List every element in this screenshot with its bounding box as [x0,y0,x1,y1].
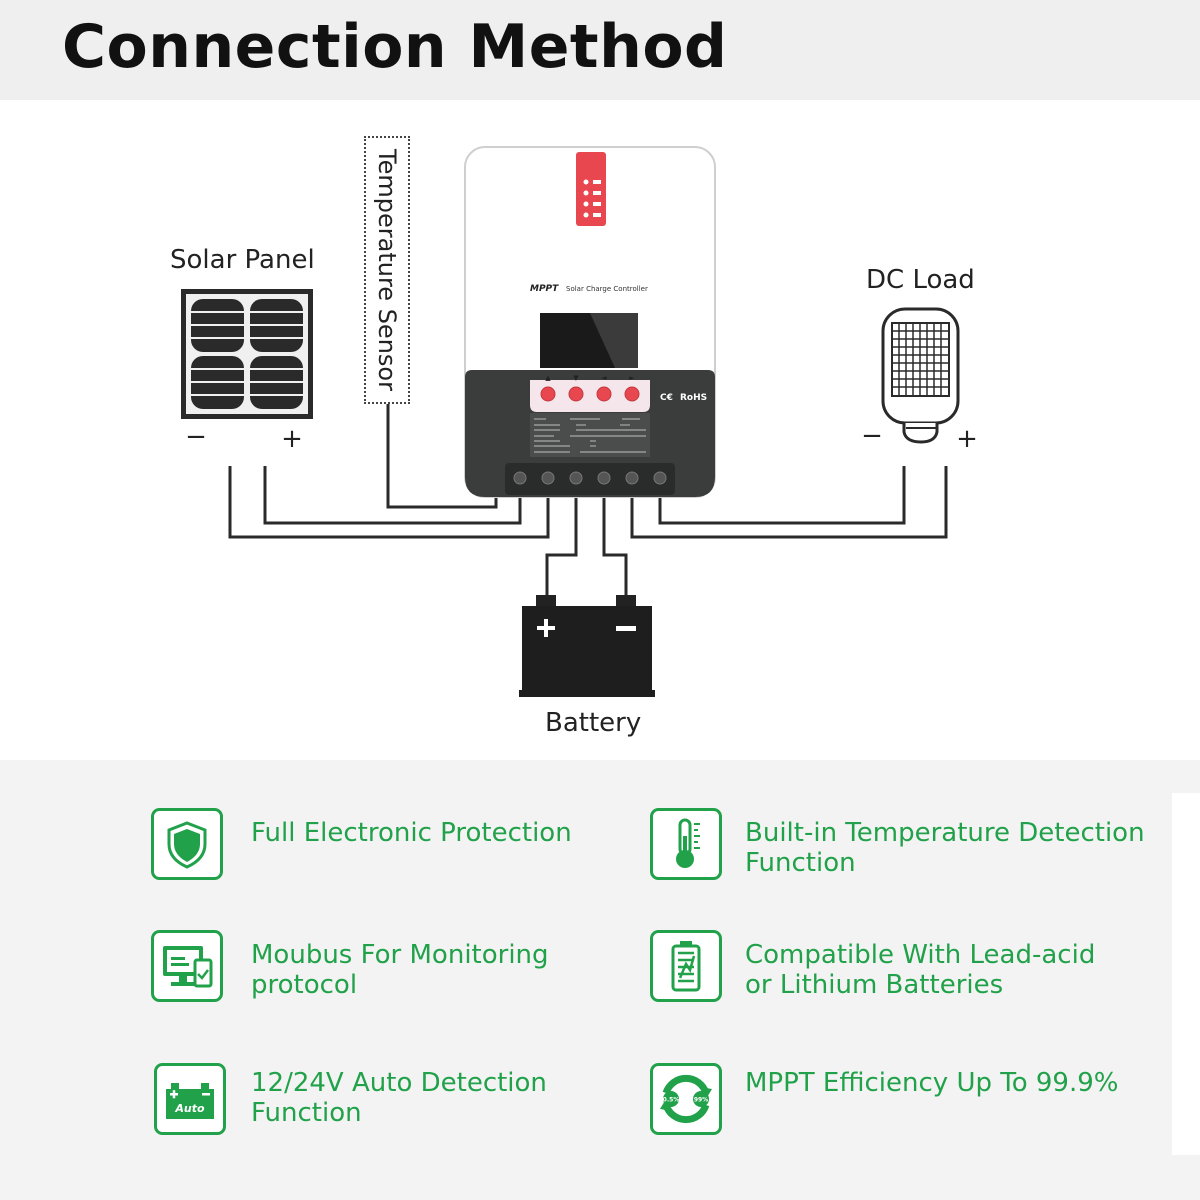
feature-text: Moubus For Monitoring protocol [251,940,549,1000]
temperature-sensor-label: Temperature Sensor [373,149,401,391]
svg-text:▼: ▼ [573,374,579,382]
right-edge-panel [1172,793,1200,1155]
feature-text: 12/24V Auto Detection Function [251,1068,547,1128]
controller-brand: MPPT [530,284,559,294]
controller-buttons [540,386,640,402]
temperature-sensor: Temperature Sensor [364,136,410,404]
solar-positive-wire [263,466,522,525]
solar-plus-sign: + [281,424,303,454]
feature-text: Built-in Temperature Detection Function [745,818,1145,878]
svg-text:Auto: Auto [174,1102,205,1115]
terminals [513,471,667,485]
charge-controller: MPPT Solar Charge Controller ▲ ▼ ◄ ► C€ … [464,146,716,498]
svg-text:▲: ▲ [545,374,551,382]
dc-load-icon [881,307,960,444]
battery-icon [519,595,655,697]
controller-model: Solar Charge Controller [566,285,648,293]
thermometer-icon [650,808,722,880]
battery-positive-wire [545,478,578,600]
feature-text: Compatible With Lead-acid or Lithium Bat… [745,940,1096,1000]
page-title: Connection Method [62,12,728,82]
battery-chart-icon [650,930,722,1002]
dc-load-label: DC Load [866,265,975,295]
efficiency-cycle-icon: 0.5% 99% [650,1063,722,1135]
battery-negative-wire [602,478,628,600]
terminal-block [505,463,675,495]
diagram-canvas: MPPT Solar Charge Controller ▲ ▼ ◄ ► C€ … [181,146,978,697]
monitor-phone-icon [151,930,223,1002]
solar-panel-label: Solar Panel [170,245,315,275]
feature-text: Full Electronic Protection [251,818,572,848]
shield-icon [151,808,223,880]
led-indicator-panel [576,152,606,226]
solar-minus-sign: − [185,422,207,452]
feature-text: MPPT Efficiency Up To 99.9% [745,1068,1119,1098]
solar-panel-icon [181,289,313,419]
load-minus-sign: − [861,421,883,451]
svg-text:0.5%: 0.5% [663,1097,680,1104]
spec-label [530,413,650,457]
connection-diagram: MPPT Solar Charge Controller ▲ ▼ ◄ ► C€ … [0,100,1200,760]
sensor-wire [386,404,498,509]
svg-text:►: ► [629,374,635,382]
solar-negative-wire [228,466,550,539]
svg-text:99%: 99% [694,1097,708,1104]
wires [228,404,948,600]
load-plus-sign: + [956,424,978,454]
header-bar: Connection Method [0,0,1200,100]
load-negative-wire [658,466,906,525]
svg-text:◄: ◄ [601,374,607,382]
load-positive-wire [630,466,948,539]
auto-battery-icon: Auto [154,1063,226,1135]
battery-label: Battery [545,708,642,738]
rohs-mark: RoHS [680,393,707,403]
svg-text:C€: C€ [660,393,673,403]
